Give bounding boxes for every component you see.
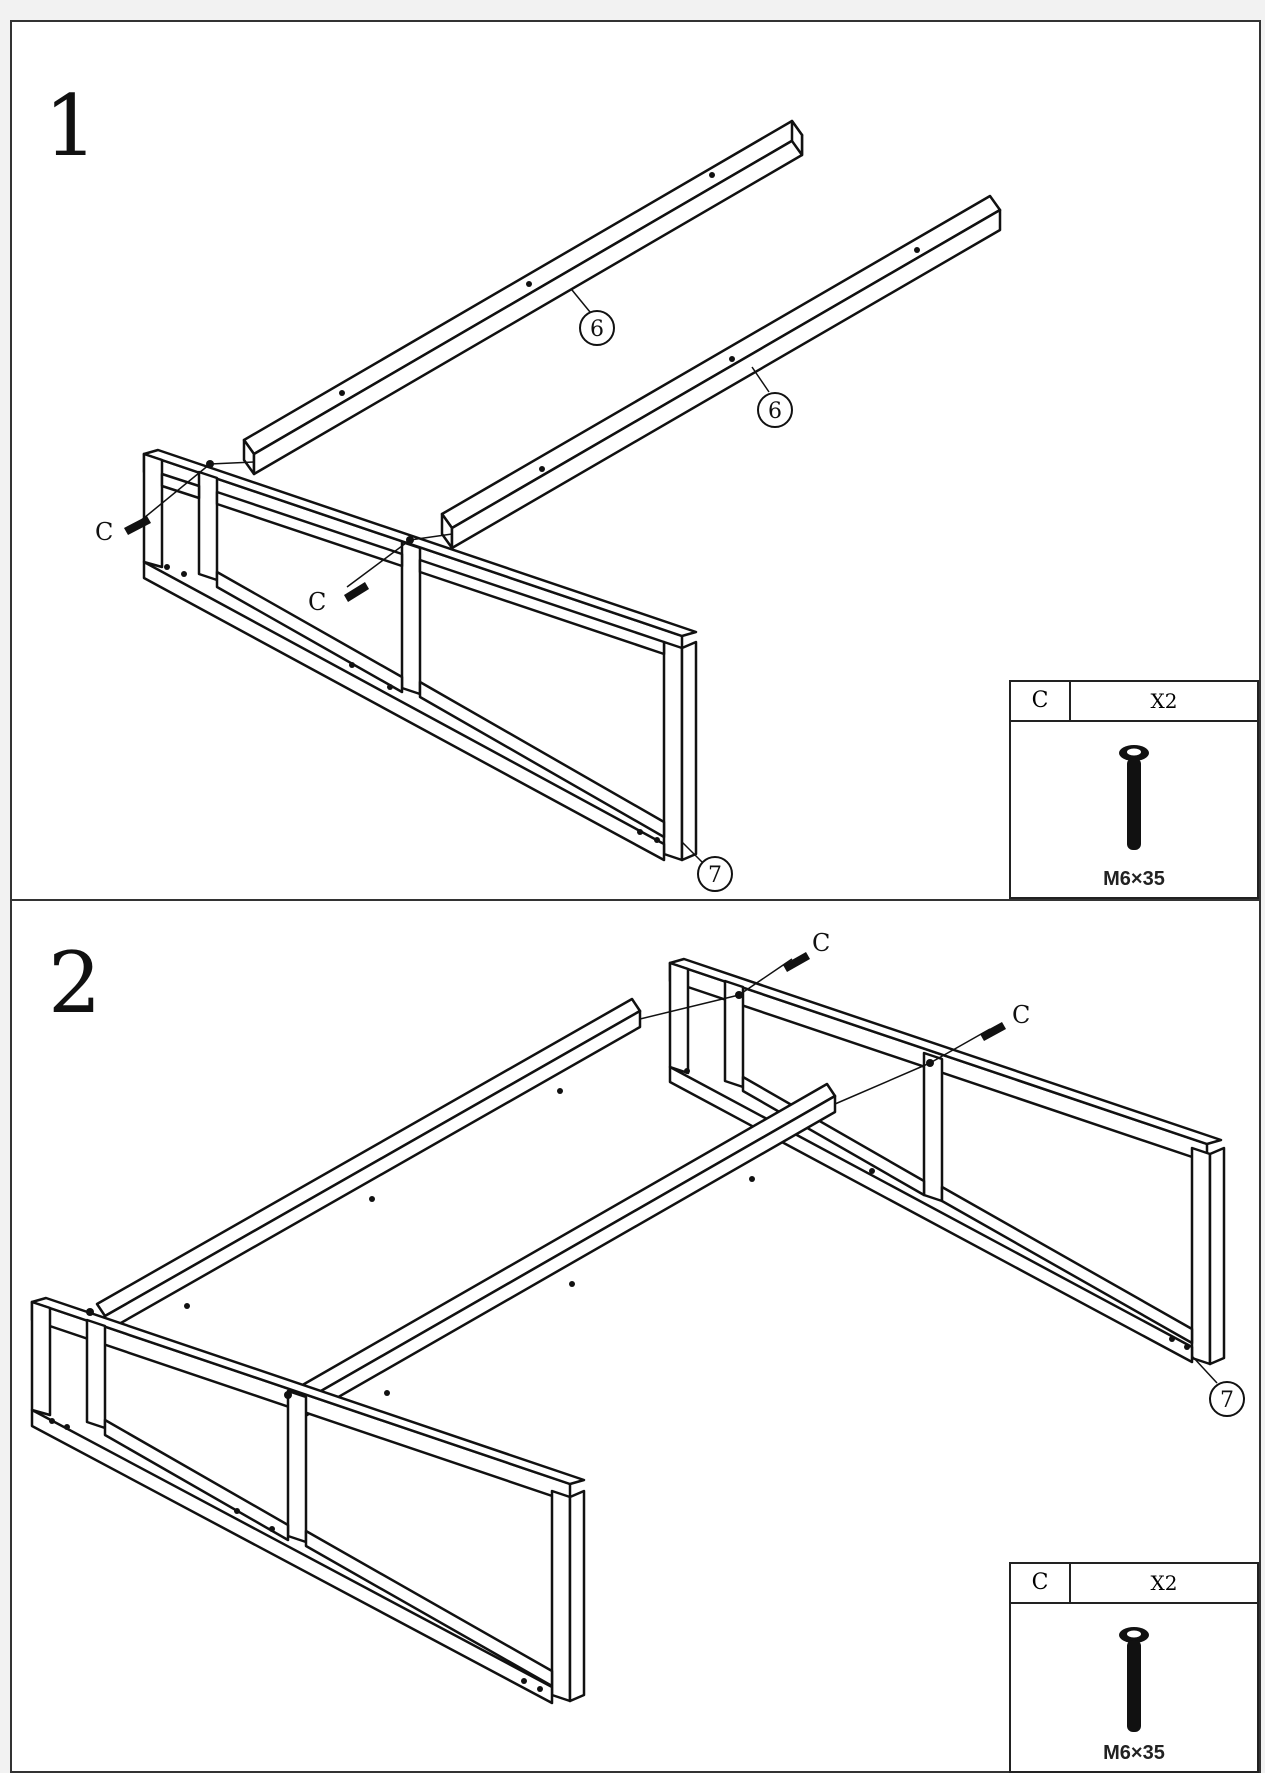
hardware-quantity: X2 [1150,689,1178,713]
hardware-box: C X2 M6×35 [1009,1562,1259,1773]
rail-6-front [290,1082,837,1421]
screw-icon [1119,1627,1149,1732]
hardware-box: C X2 M6×35 [1009,680,1259,899]
side-frame-7 [142,448,698,862]
hardware-size: M6×35 [1103,868,1165,890]
rail-6-rear [95,997,642,1334]
side-frame-front [30,1296,586,1705]
bolt-icon [783,952,1006,1041]
hardware-letter: C [1011,1564,1071,1602]
fastener-label: C [95,518,113,546]
fastener-label: C [308,588,326,616]
fastener-label: C [1012,1001,1030,1029]
screw-icon [1119,745,1149,850]
part-label-7: 7 [708,863,722,888]
part-label-7: 7 [1220,1388,1234,1413]
step-2-drawing: 7 C C [30,929,1245,1705]
bolt-icon [124,516,369,602]
step-2-panel: 2 [12,901,1259,1773]
step-1-panel: 1 [12,22,1259,901]
rail-6-front [440,194,1002,550]
hardware-quantity: X2 [1150,1571,1178,1595]
side-frame-rear [668,957,1226,1366]
hardware-size: M6×35 [1103,1742,1165,1764]
instruction-sheet: 1 [10,20,1261,1773]
fastener-label: C [812,929,830,957]
part-label-6: 6 [590,317,604,342]
step-number: 2 [48,934,102,1032]
hardware-letter: C [1011,682,1071,720]
step-number: 1 [44,77,98,175]
part-label-6: 6 [768,399,782,424]
rail-6-rear [242,119,804,476]
step-1-drawing: 6 6 7 C C [95,119,1002,892]
